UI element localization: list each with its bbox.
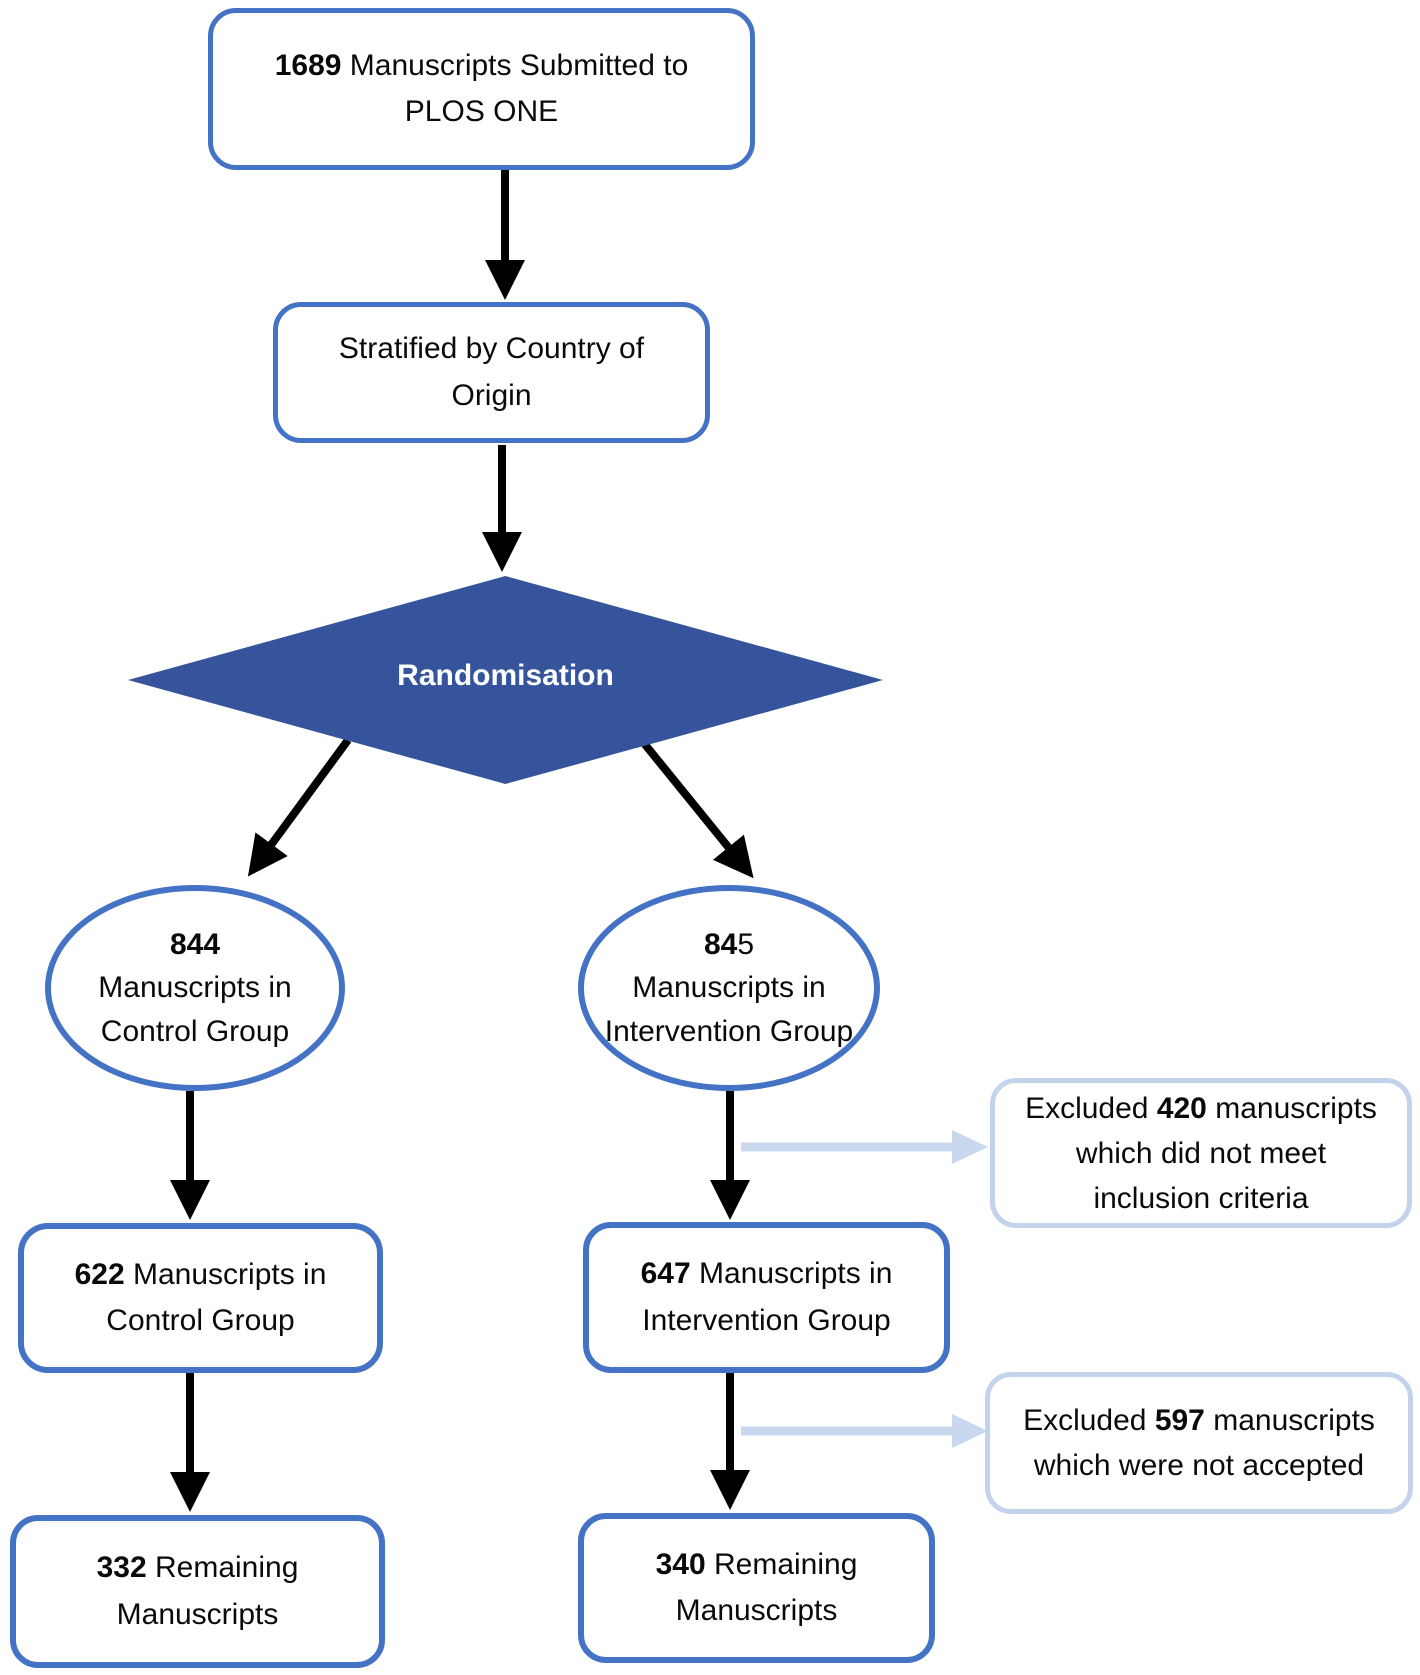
decision-randomisation: Randomisation	[128, 576, 883, 784]
decision-randomisation-label: Randomisation	[397, 658, 614, 692]
arrow-randomisation-to-control	[247, 737, 352, 877]
arrow-randomisation-to-intervention	[639, 739, 754, 879]
